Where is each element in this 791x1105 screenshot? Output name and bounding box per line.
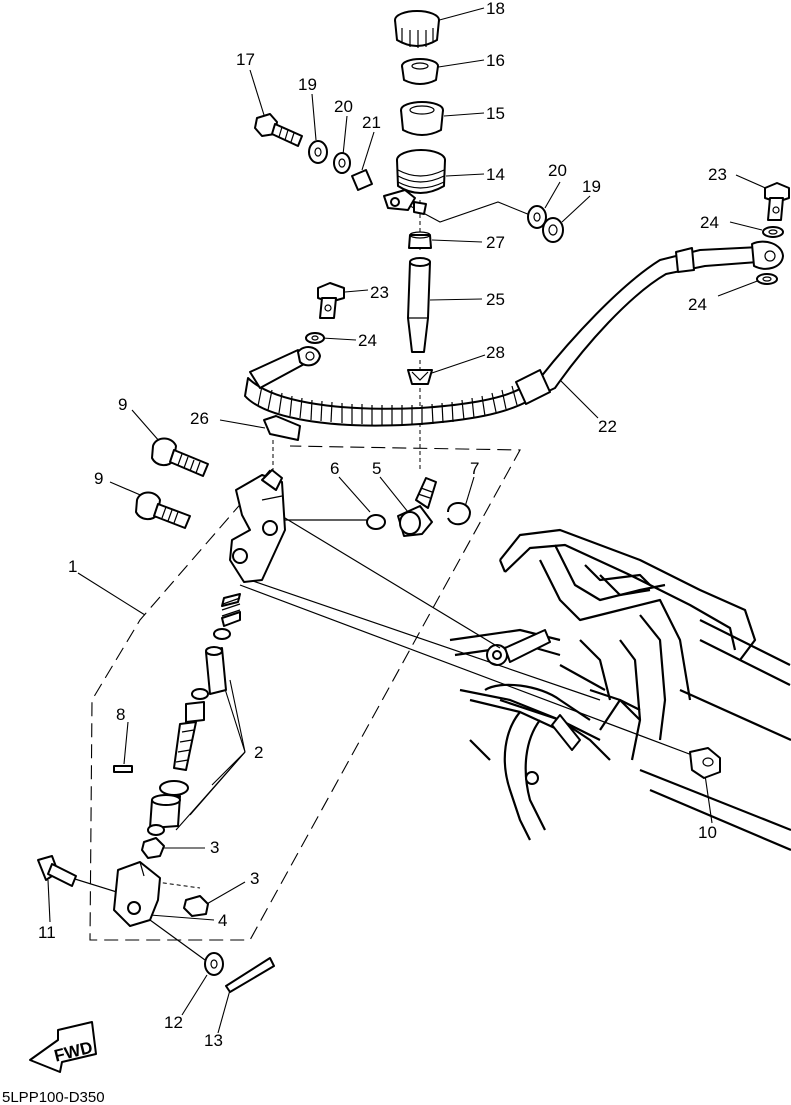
cotter-pin <box>225 957 275 993</box>
mounting-bolt-lower <box>135 491 191 529</box>
frame-section <box>449 528 791 852</box>
mounting-bolt-upper <box>151 437 209 477</box>
drawing-code: 5LPP100-D350 <box>2 1089 105 1105</box>
callout-19-right: 19 <box>582 177 601 196</box>
reservoir-hose <box>407 257 431 353</box>
reservoir-cap <box>394 10 440 48</box>
callout-24-right-upper: 24 <box>700 213 719 232</box>
callout-15: 18 <box>486 0 505 18</box>
clevis <box>113 861 161 927</box>
callout-24-right-lower: 24 <box>688 295 707 314</box>
callout-5: 5 <box>372 459 381 478</box>
hose-guide <box>263 415 301 441</box>
assembly-centerlines <box>61 200 701 961</box>
callout-23-right: 23 <box>708 165 727 184</box>
callout-26: 26 <box>190 409 209 428</box>
callout-3-lower: 3 <box>250 869 259 888</box>
o-ring <box>366 514 386 530</box>
callout-19-left: 19 <box>298 75 317 94</box>
callout-9-lower: 9 <box>94 469 103 488</box>
callout-13: 13 <box>204 1031 223 1050</box>
plain-washer <box>204 952 224 976</box>
callout-27: 27 <box>486 233 505 252</box>
union-bolt-left <box>317 282 345 319</box>
rubber-washer-left <box>308 140 328 164</box>
hose-joint <box>397 477 437 537</box>
callout-21: 21 <box>362 113 381 132</box>
hose-clip-upper <box>408 231 432 249</box>
cotter-pin-small <box>113 765 133 773</box>
callout-17: 16 <box>486 51 505 70</box>
callout-3-upper: 3 <box>210 838 219 857</box>
bushing <box>351 169 373 191</box>
copper-washer-right-lower <box>756 273 778 285</box>
callout-16: 15 <box>486 104 505 123</box>
copper-washer-right-upper <box>762 226 784 238</box>
callout-28: 28 <box>486 343 505 362</box>
brake-hose <box>244 240 784 427</box>
callout-18: 17 <box>236 50 255 69</box>
callout-8: 8 <box>116 705 125 724</box>
lock-nut-lower <box>183 895 209 917</box>
callout-25: 25 <box>486 290 505 309</box>
piston-kit <box>147 593 241 836</box>
callout-6: 6 <box>330 459 339 478</box>
flange-nut <box>689 747 721 779</box>
master-cylinder-body <box>229 469 286 583</box>
diaphragm-holder <box>400 101 444 136</box>
callout-9-upper: 9 <box>118 395 127 414</box>
lock-nut-upper <box>141 837 165 859</box>
clevis-pin <box>37 855 77 887</box>
callout-7: 7 <box>470 459 479 478</box>
callout-20-left: 20 <box>334 97 353 116</box>
copper-washer-left <box>305 332 325 344</box>
master-cylinder-assembly-outline <box>89 445 521 941</box>
callout-24-left: 24 <box>358 331 377 350</box>
collar-right <box>527 205 547 229</box>
union-bolt-right <box>764 182 790 221</box>
callout-14: 14 <box>486 165 505 184</box>
callout-10: 10 <box>698 823 717 842</box>
diaphragm <box>401 58 439 85</box>
callout-labels: 18 16 15 14 17 19 20 21 20 19 27 25 28 2… <box>38 0 727 1050</box>
callout-1: 1 <box>68 557 77 576</box>
hose-clip-lower <box>407 369 433 385</box>
callout-11: 11 <box>38 923 56 942</box>
rubber-washer-right <box>542 217 564 243</box>
callout-20-right: 20 <box>548 161 567 180</box>
callout-2: 2 <box>254 743 263 762</box>
collar-left <box>333 152 351 174</box>
callout-12: 12 <box>164 1013 183 1032</box>
callout-23-left: 23 <box>370 283 389 302</box>
callout-22: 22 <box>598 417 617 436</box>
callout-4: 4 <box>218 911 227 930</box>
leader-lines <box>47 7 771 1034</box>
reservoir-bolt <box>254 113 303 147</box>
brake-fluid-reservoir <box>383 149 446 215</box>
forward-direction-arrow[interactable]: FWD <box>29 1021 97 1073</box>
circlip <box>447 502 471 526</box>
